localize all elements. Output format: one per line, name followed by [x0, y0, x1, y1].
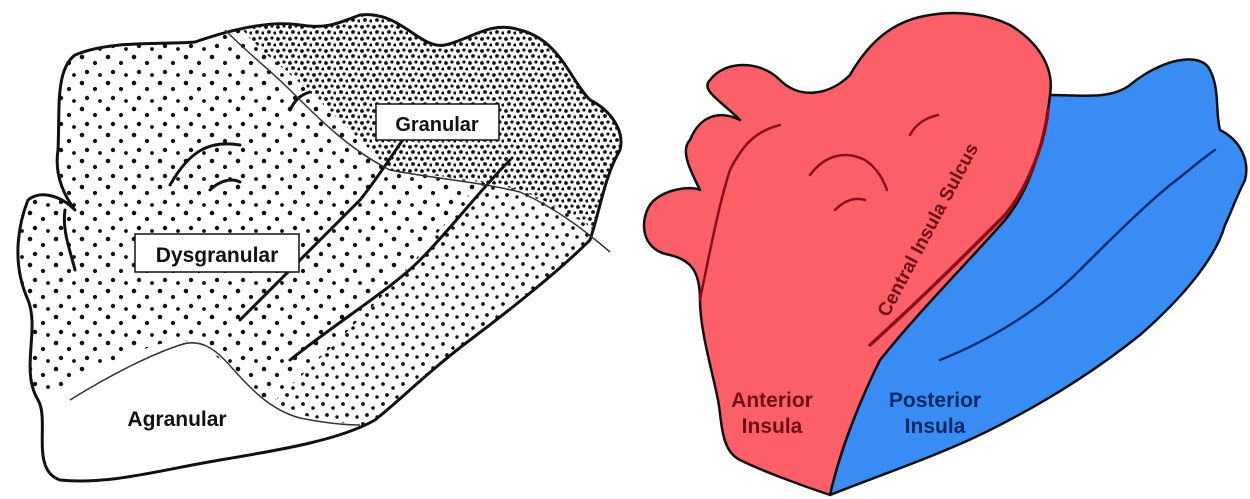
posterior-insula-label-line1: Posterior — [889, 389, 981, 412]
left-insula-diagram — [0, 0, 640, 499]
posterior-insula-label-line2: Insula — [905, 415, 966, 438]
agranular-label: Agranular — [127, 408, 226, 431]
anterior-insula-label-line1: Anterior — [731, 389, 813, 412]
anterior-insula-label-line2: Insula — [742, 415, 803, 438]
granular-label: Granular — [376, 104, 499, 140]
dysgranular-label-text: Dysgranular — [156, 244, 279, 267]
dysgranular-label: Dysgranular — [135, 234, 299, 272]
granular-label-text: Granular — [395, 114, 479, 136]
